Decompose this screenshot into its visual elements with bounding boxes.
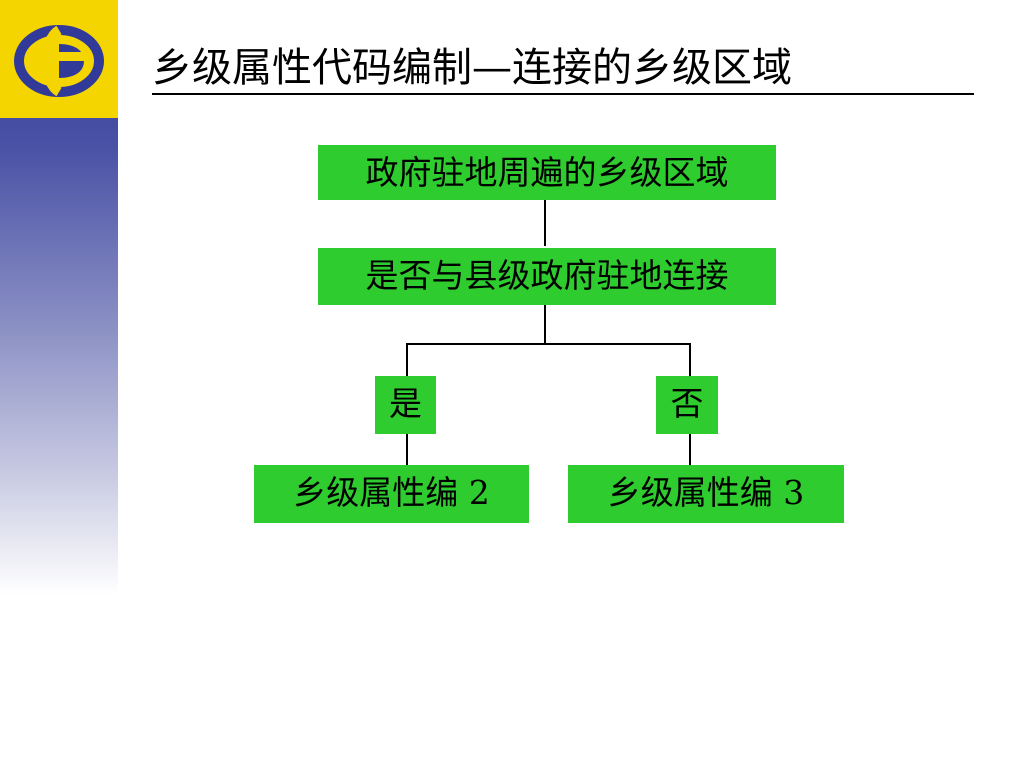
node-yes-result: 乡级属性编 2 (254, 465, 529, 523)
node-no: 否 (656, 376, 718, 434)
connector-question-branch (544, 304, 546, 344)
connector-branch-yes (406, 343, 408, 377)
connector-yes-result (406, 433, 408, 466)
logo-block (0, 0, 118, 118)
connector-branch-horizontal (406, 343, 691, 345)
title-underline (152, 93, 974, 95)
node-no-result: 乡级属性编 3 (568, 465, 844, 523)
connector-root-question (544, 198, 546, 246)
connector-branch-no (689, 343, 691, 377)
statistics-bureau-logo-icon (14, 25, 104, 97)
node-yes: 是 (375, 376, 436, 434)
node-root: 政府驻地周遍的乡级区域 (318, 145, 776, 200)
connector-no-result (689, 433, 691, 466)
page-title: 乡级属性代码编制—连接的乡级区域 (152, 45, 792, 91)
node-question: 是否与县级政府驻地连接 (318, 248, 776, 305)
